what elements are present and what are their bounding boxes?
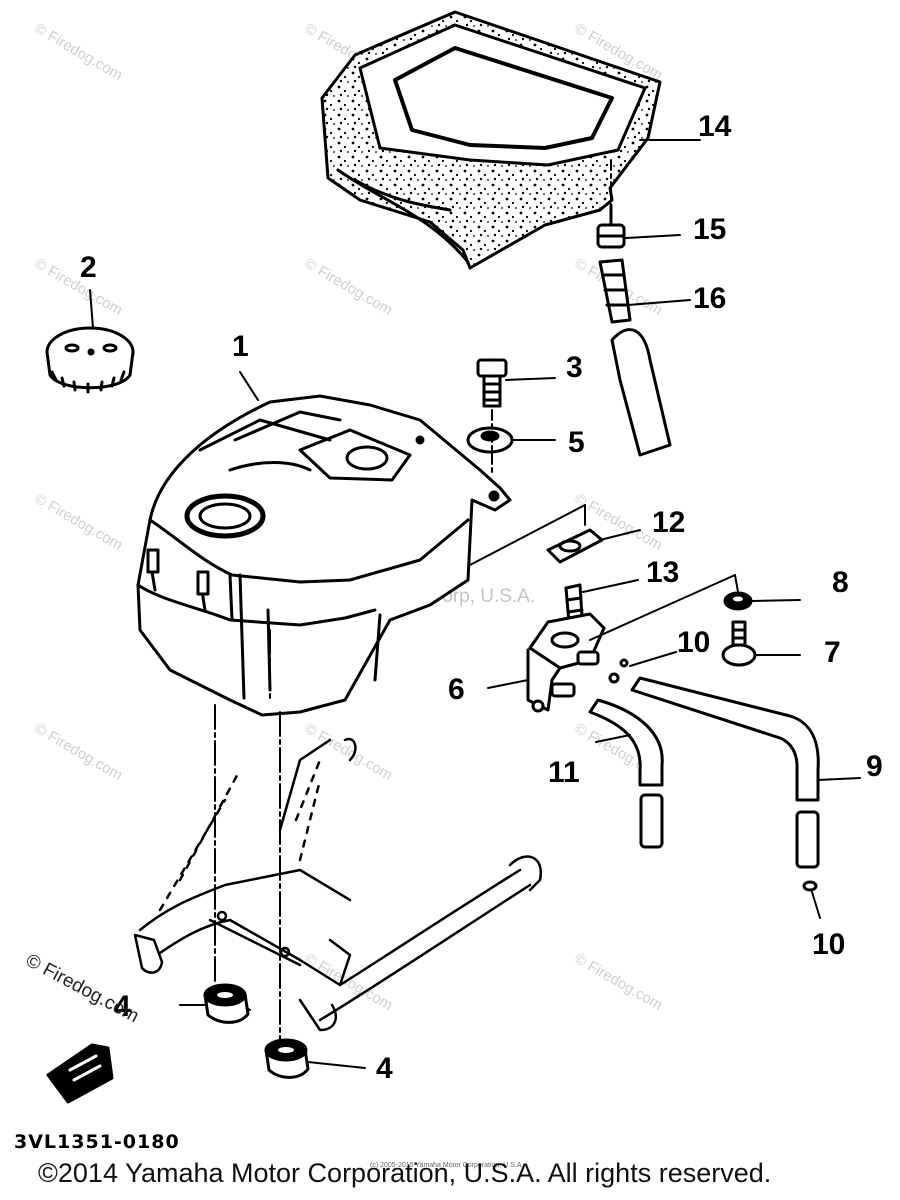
callout-grommet: 5 <box>568 426 585 459</box>
callout-fuel-cock: 6 <box>448 673 465 706</box>
callout-tank-cover: 14 <box>698 110 732 143</box>
callout-damper-left: 4 <box>114 990 131 1023</box>
fuel-cap-part <box>45 326 135 394</box>
grommet-part <box>466 426 514 454</box>
callout-washer: 8 <box>832 566 849 599</box>
callout-fuel-tank: 1 <box>232 330 249 363</box>
damper-part <box>264 1038 310 1079</box>
hose-clip-part <box>802 880 818 892</box>
callout-drain-bolt: 7 <box>824 636 841 669</box>
frame-part <box>133 737 543 1032</box>
leader-lines <box>89 139 861 1069</box>
nipple-fitting-part <box>596 203 626 249</box>
callout-clip-lower: 10 <box>812 928 846 961</box>
callout-nipple: 15 <box>693 213 727 246</box>
center-lines <box>214 159 612 1041</box>
fuel-cock-part <box>526 612 606 713</box>
callout-bolt: 3 <box>566 351 583 384</box>
front-direction-icon <box>46 1043 114 1104</box>
callout-fuel-hose: 11 <box>548 756 580 789</box>
fuel-hose-part <box>588 698 664 849</box>
washer-part <box>723 591 753 611</box>
callout-stud: 13 <box>646 556 680 589</box>
tank-cover-part <box>320 10 662 270</box>
copyright-footer: ©2014 Yamaha Motor Corporation, U.S.A. A… <box>38 1158 772 1188</box>
callout-breather-hose: 16 <box>693 282 727 315</box>
callout-damper-right: 4 <box>376 1052 393 1085</box>
breather-hose-part <box>598 258 672 457</box>
hose-clip-part <box>608 658 629 684</box>
diagram-code: 3VL1351-0180 <box>14 1131 180 1153</box>
drain-bolt-part <box>721 620 757 667</box>
callout-hose-long: 9 <box>866 750 883 783</box>
callout-clip-upper: 10 <box>677 626 711 659</box>
fuel-tank-part <box>136 394 512 717</box>
fuel-hose-long-part <box>630 676 820 869</box>
damper-part <box>203 983 250 1024</box>
bolt-part <box>476 358 508 408</box>
callout-clip-12: 12 <box>652 506 686 539</box>
tiny-credit: (c) 2005-2015 Yamaha Motor Corporation, … <box>370 1162 524 1169</box>
clip-part <box>546 528 604 564</box>
callout-fuel-cap: 2 <box>80 251 97 284</box>
